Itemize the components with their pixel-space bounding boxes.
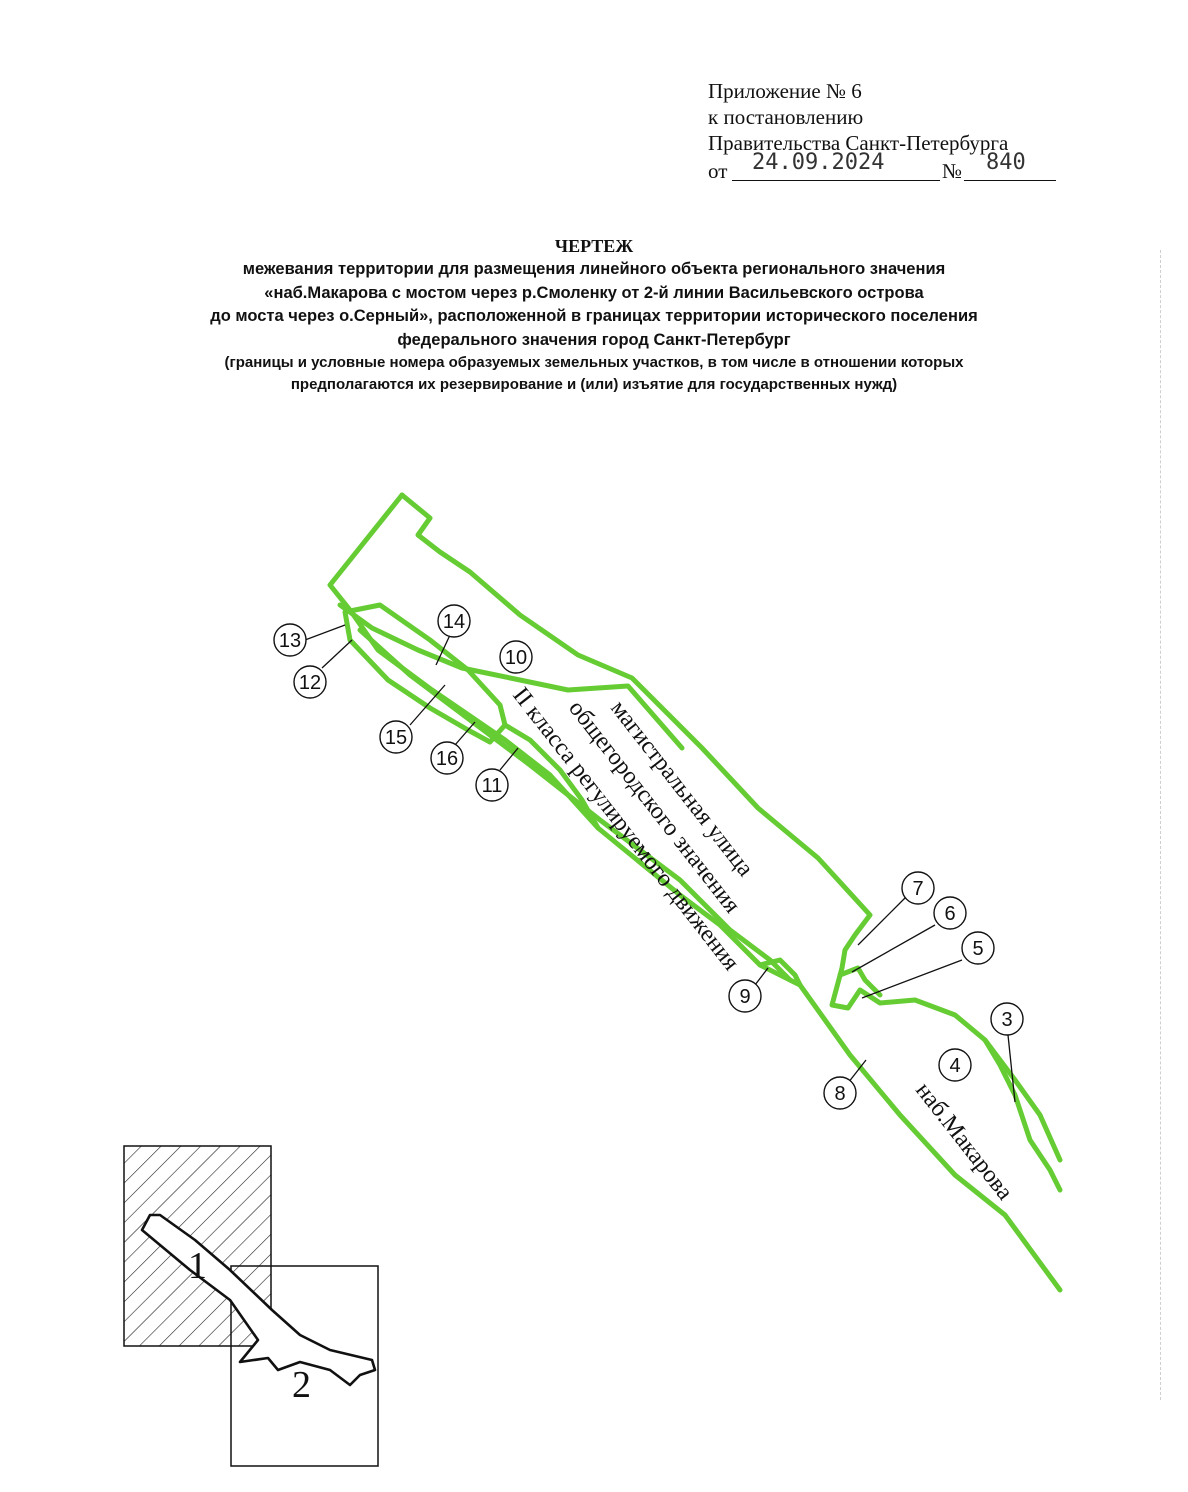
page-edge-line xyxy=(1160,250,1161,1400)
key-territory-outline xyxy=(140,1213,377,1387)
plot-number-12: 12 xyxy=(299,672,321,694)
plot-number-10: 10 xyxy=(505,647,527,669)
plot-number-4: 4 xyxy=(949,1055,960,1077)
leader-lines xyxy=(304,624,1016,1103)
title-line-4: федерального значения город Санкт-Петерб… xyxy=(397,330,791,349)
boundary-plot-14-15 xyxy=(342,602,508,745)
title-subline-1: (границы и условные номера образуемых зе… xyxy=(224,354,964,371)
title-subline-2: предполагаются их резервирование и (или)… xyxy=(290,376,898,393)
plot-number-3: 3 xyxy=(1001,1009,1012,1031)
plot-number-11: 11 xyxy=(482,775,503,797)
plot-number-6: 6 xyxy=(944,903,955,925)
boundary-upper-plot xyxy=(399,492,1063,1163)
plot-number-15: 15 xyxy=(385,727,407,749)
plot-number-labels: 13 12 14 10 15 16 11 9 8 7 6 5 3 4 xyxy=(279,611,1013,1105)
key-sheet-1-number: 1 xyxy=(188,1245,207,1287)
plot-number-14: 14 xyxy=(443,611,465,633)
appendix-number: Приложение № 6 xyxy=(708,79,862,103)
boundary-road-strip xyxy=(357,627,793,983)
street-labels: магистральная улица общегородского значе… xyxy=(507,683,1018,1206)
plot-number-9: 9 xyxy=(739,986,750,1008)
boundary-plot-3-4 xyxy=(982,1037,1063,1193)
decree-number: 840 xyxy=(986,150,1026,175)
plot-number-markers xyxy=(273,604,1024,1110)
date-underline xyxy=(732,180,940,181)
from-label: от xyxy=(708,159,728,183)
title-line-1: межевания территории для размещения лине… xyxy=(242,260,946,278)
plot-number-5: 5 xyxy=(972,938,983,960)
boundary-inner-strip xyxy=(337,602,685,751)
drawing-heading: ЧЕРТЕЖ xyxy=(554,236,634,256)
drawing-title: ЧЕРТЕЖ межевания территории для размещен… xyxy=(100,234,1088,396)
title-line-3: до моста через о.Серный», расположенной … xyxy=(210,307,978,325)
number-underline xyxy=(964,180,1056,181)
plot-boundaries xyxy=(327,492,1063,1293)
plot-number-16: 16 xyxy=(436,748,458,770)
title-line-2: «наб.Макарова с мостом через р.Смоленку … xyxy=(264,283,924,302)
appendix-block: Приложение № 6 к постановлению Правитель… xyxy=(708,78,1068,184)
key-map: 1 2 xyxy=(123,1145,379,1467)
decree-date: 24.09.2024 xyxy=(752,150,885,175)
plot-number-13: 13 xyxy=(279,630,301,652)
appendix-to-decree: к постановлению xyxy=(708,105,864,129)
boundary-plot-5-6 xyxy=(837,965,883,998)
appendix-date-row: от 24.09.2024 № 840 xyxy=(708,150,1068,184)
key-sheet-2-number: 2 xyxy=(292,1364,311,1406)
key-sheet-2-frame xyxy=(230,1265,379,1467)
boundary-plot-9 xyxy=(757,957,803,988)
number-label: № xyxy=(942,159,963,183)
appendix-government: Правительства Санкт-Петербурга xyxy=(708,131,1009,155)
plot-number-7: 7 xyxy=(912,878,923,900)
plot-number-8: 8 xyxy=(834,1083,845,1105)
